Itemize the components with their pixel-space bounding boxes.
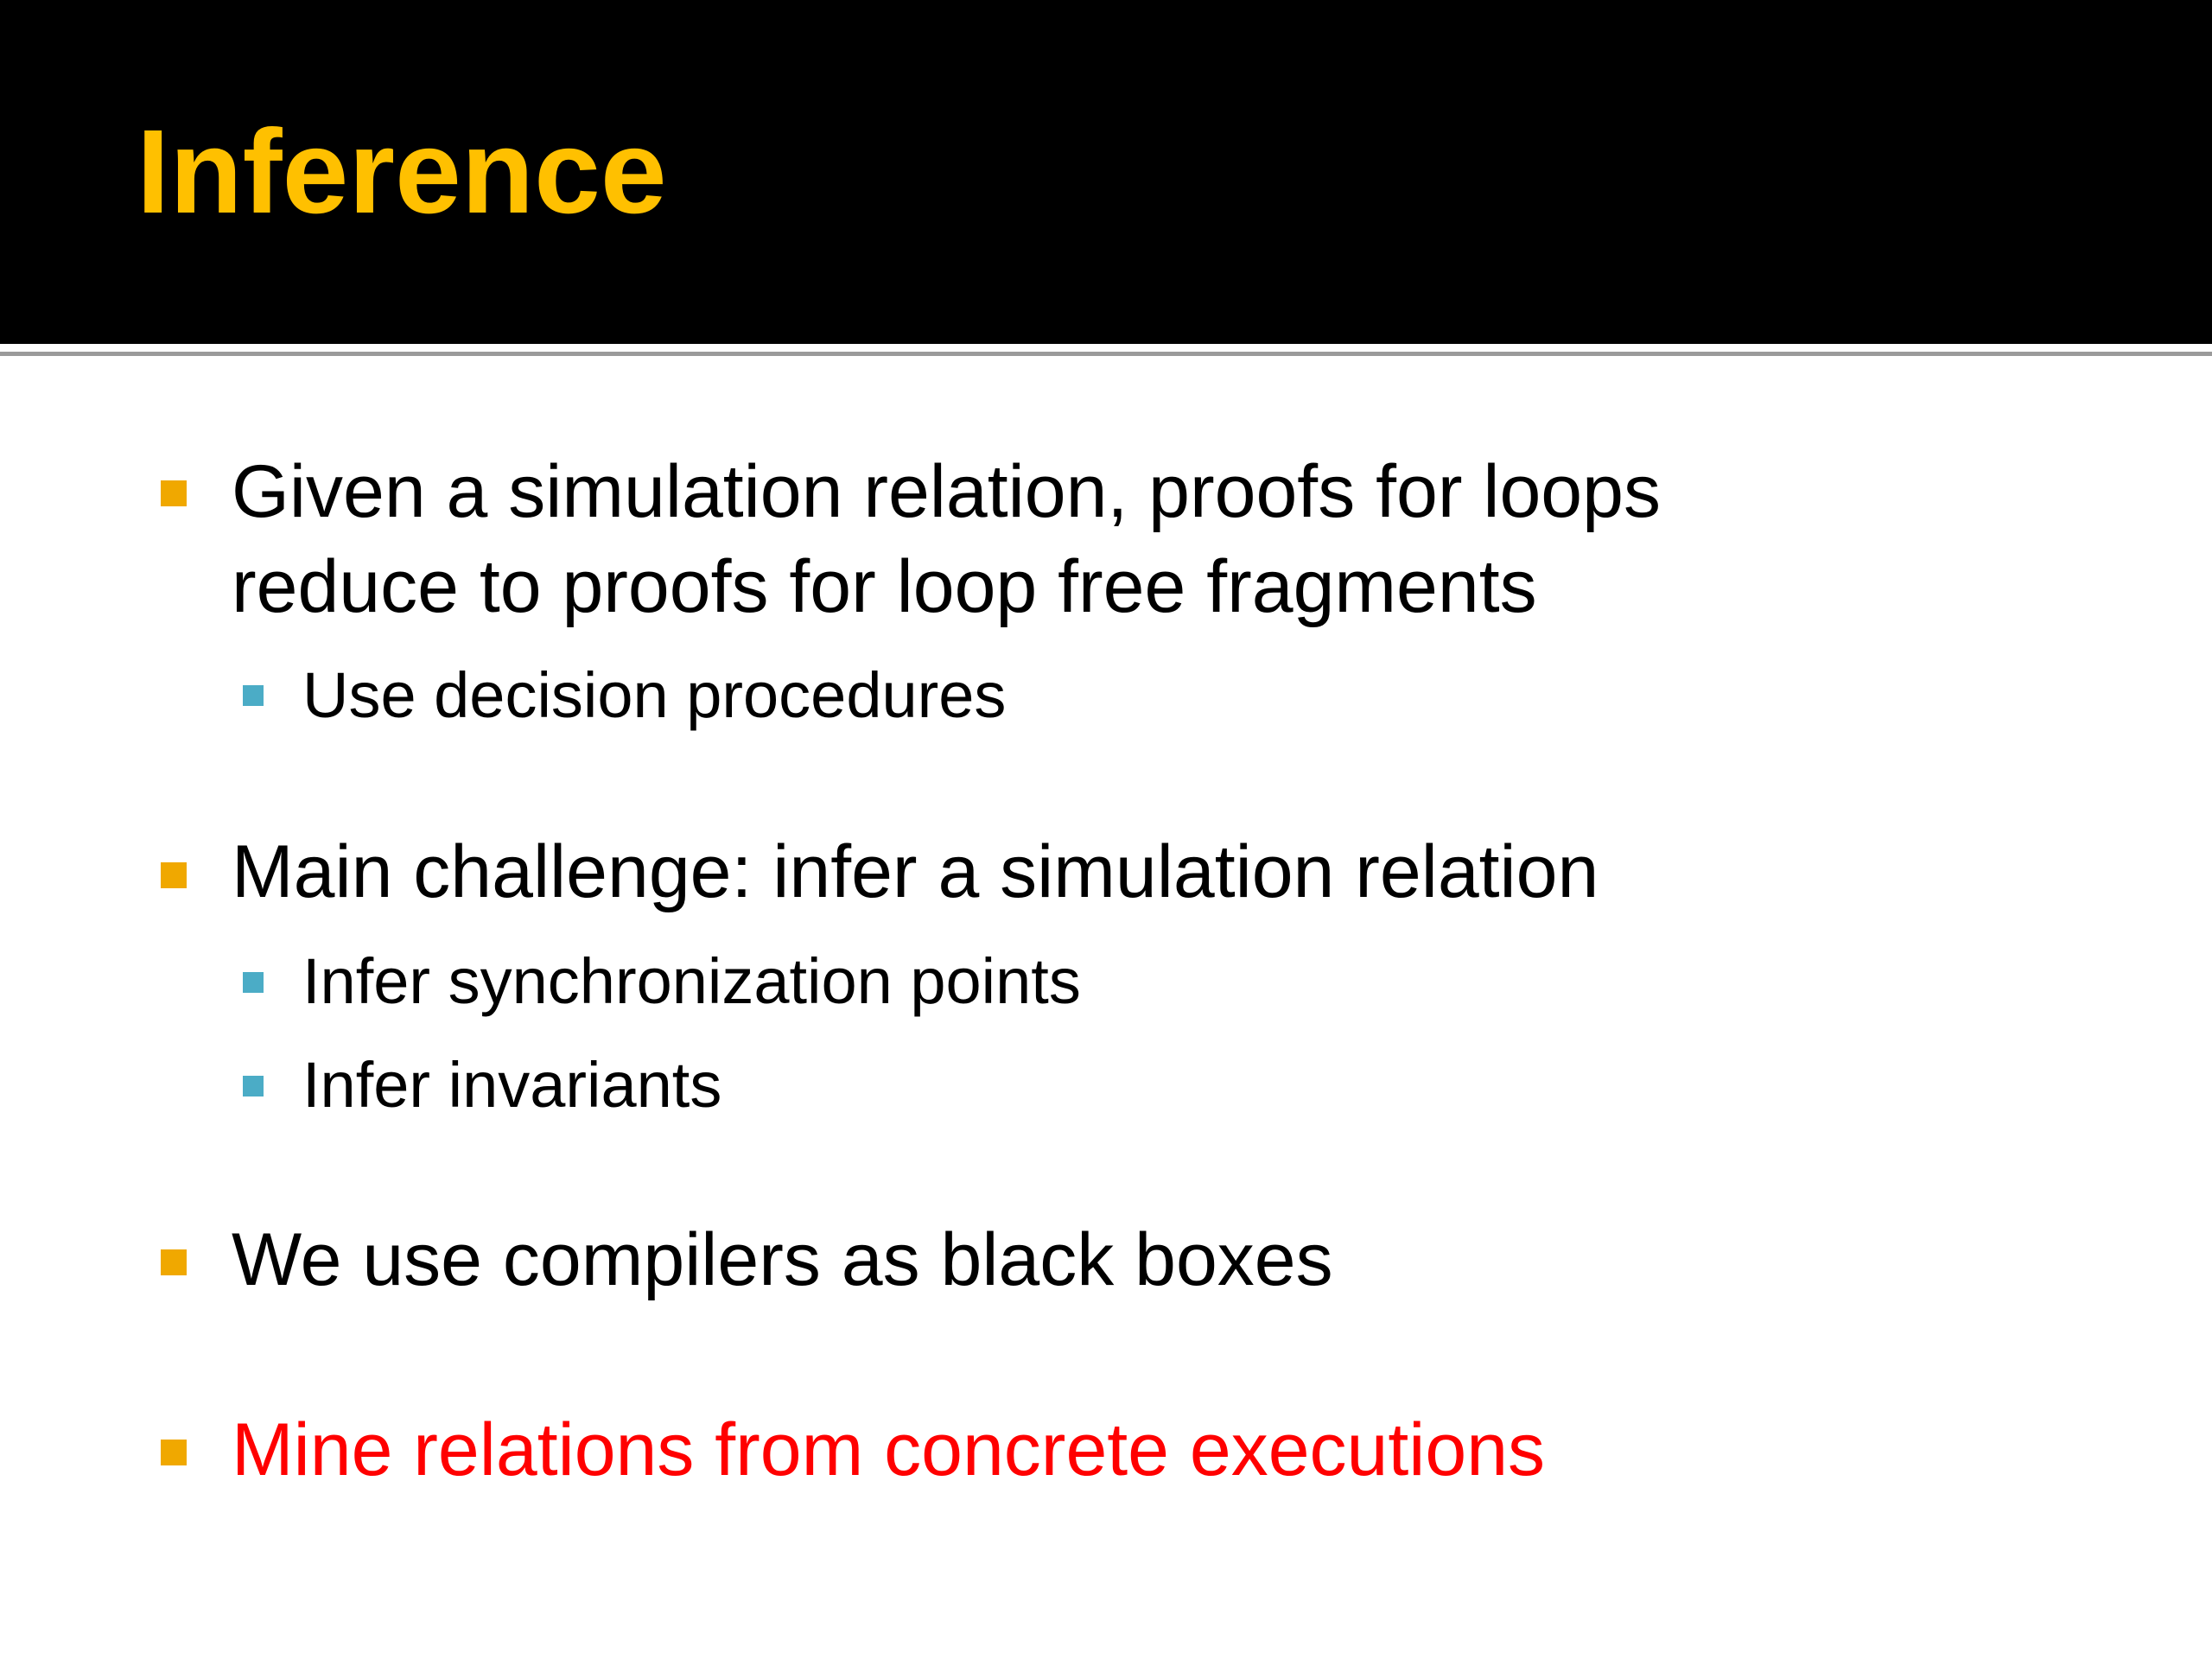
- bullet-marker-icon: [161, 480, 187, 506]
- bullet-1-sub-1: Use decision procedures: [302, 659, 1007, 731]
- bullet-2: Main challenge: infer a simulation relat…: [232, 830, 1599, 913]
- title-bar: Inference: [0, 0, 2212, 344]
- bullet-1-line-2: reduce to proofs for loop free fragments: [232, 545, 1537, 628]
- bullet-marker-icon: [161, 1249, 187, 1275]
- bullet-3: We use compilers as black boxes: [232, 1218, 1333, 1301]
- sub-bullet-marker-icon: [243, 972, 264, 993]
- bullet-marker-icon: [161, 862, 187, 888]
- slide-title: Inference: [137, 105, 667, 238]
- bullet-2-sub-1: Infer synchronization points: [302, 945, 1081, 1017]
- bullet-2-sub-2: Infer invariants: [302, 1049, 722, 1121]
- title-divider: [0, 344, 2212, 356]
- sub-bullet-marker-icon: [243, 1076, 264, 1096]
- bullet-marker-icon: [161, 1440, 187, 1465]
- bullet-1-line-1: Given a simulation relation, proofs for …: [232, 450, 1661, 533]
- bullet-4: Mine relations from concrete executions: [232, 1408, 1546, 1491]
- sub-bullet-marker-icon: [243, 685, 264, 706]
